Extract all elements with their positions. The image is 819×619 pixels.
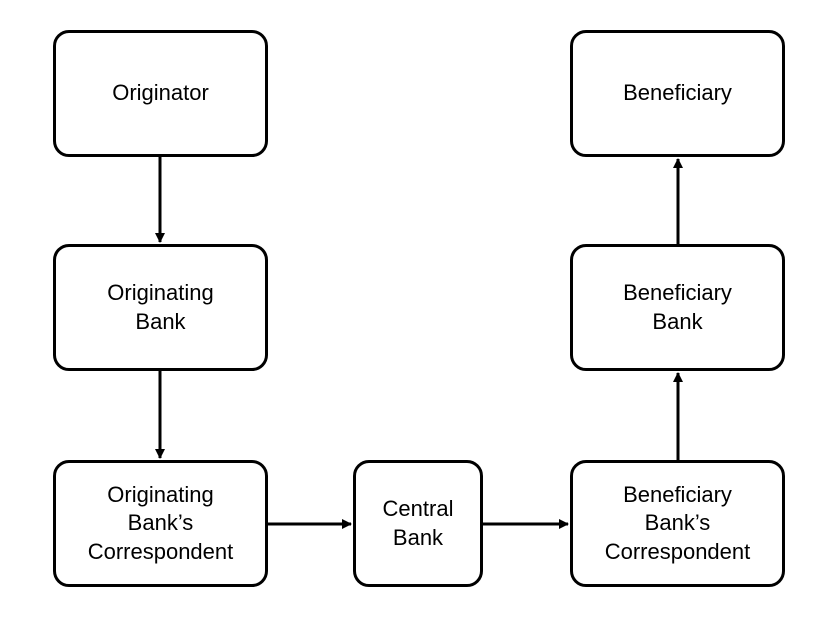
node-originating-bank-label: Originating Bank xyxy=(107,279,214,334)
node-central-bank-label: Central Bank xyxy=(382,495,454,550)
node-beneficiary-correspondent: Beneficiary Bank’s Correspondent xyxy=(570,460,785,587)
node-beneficiary-correspondent-label: Beneficiary Bank’s Correspondent xyxy=(604,481,751,564)
node-originator-label: Originator xyxy=(112,80,209,106)
node-central-bank: Central Bank xyxy=(353,460,483,587)
node-beneficiary-label: Beneficiary xyxy=(623,80,732,106)
node-beneficiary-bank: Beneficiary Bank xyxy=(570,244,785,371)
node-originating-correspondent: Originating Bank’s Correspondent xyxy=(53,460,268,587)
node-beneficiary-bank-label: Beneficiary Bank xyxy=(623,279,732,334)
node-originator: Originator xyxy=(53,30,268,157)
node-originating-correspondent-label: Originating Bank’s Correspondent xyxy=(87,481,234,564)
node-originating-bank: Originating Bank xyxy=(53,244,268,371)
node-beneficiary: Beneficiary xyxy=(570,30,785,157)
